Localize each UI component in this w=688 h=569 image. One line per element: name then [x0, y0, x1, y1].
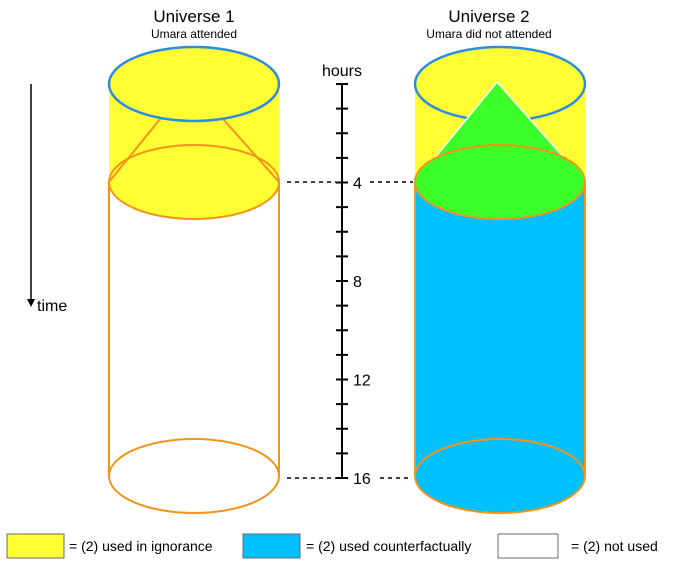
legend: = (2) used in ignorance = (2) used count… [6, 533, 658, 559]
down-arrow-head [27, 299, 35, 307]
time-label: time [37, 298, 67, 315]
universe-2-subtitle: Umara did not attended [426, 27, 551, 41]
universe-1-title: Universe 1 [153, 7, 234, 26]
legend-label-ignorance: = (2) used in ignorance [69, 538, 213, 554]
universe-1-cylinders [107, 45, 281, 514]
universe-2-title: Universe 2 [448, 7, 529, 26]
time-axis: time [27, 84, 67, 315]
hours-tick-label: 16 [353, 471, 371, 488]
universe-2-counterfactual-body [415, 182, 585, 476]
universe-1-ellipse-4h-outline [108, 144, 280, 220]
universe-2-ellipse-16h [414, 438, 586, 514]
universe-1-unused-body [109, 182, 279, 476]
universe-2-ellipse-4h [414, 144, 586, 220]
hours-axis-label: hours [322, 63, 362, 80]
legend-label-unused: = (2) not used [571, 538, 658, 554]
universe-1-subtitle: Umara attended [151, 27, 237, 41]
legend-swatch-ignorance [6, 533, 65, 559]
universe-1-top-ellipse [107, 45, 281, 123]
universe-1-ellipse-16h [108, 438, 280, 514]
hours-tick-label-bg [350, 271, 374, 291]
hours-tick-label-bg [350, 468, 374, 488]
legend-swatch-unused [497, 533, 559, 559]
hours-tick-label: 12 [353, 373, 371, 390]
hours-tick-label-bg [350, 369, 374, 390]
hours-tick-label-bg [350, 172, 374, 193]
hours-tick-label: 8 [353, 274, 362, 291]
universe-2-cylinders [413, 45, 587, 514]
legend-swatch-counterfactual [242, 533, 301, 559]
legend-label-counterfactual: = (2) used counterfactually [306, 538, 471, 554]
hours-axis: hours 4 8 12 16 [322, 63, 374, 488]
guide-lines [287, 181, 413, 479]
hours-tick-label: 4 [353, 176, 362, 193]
